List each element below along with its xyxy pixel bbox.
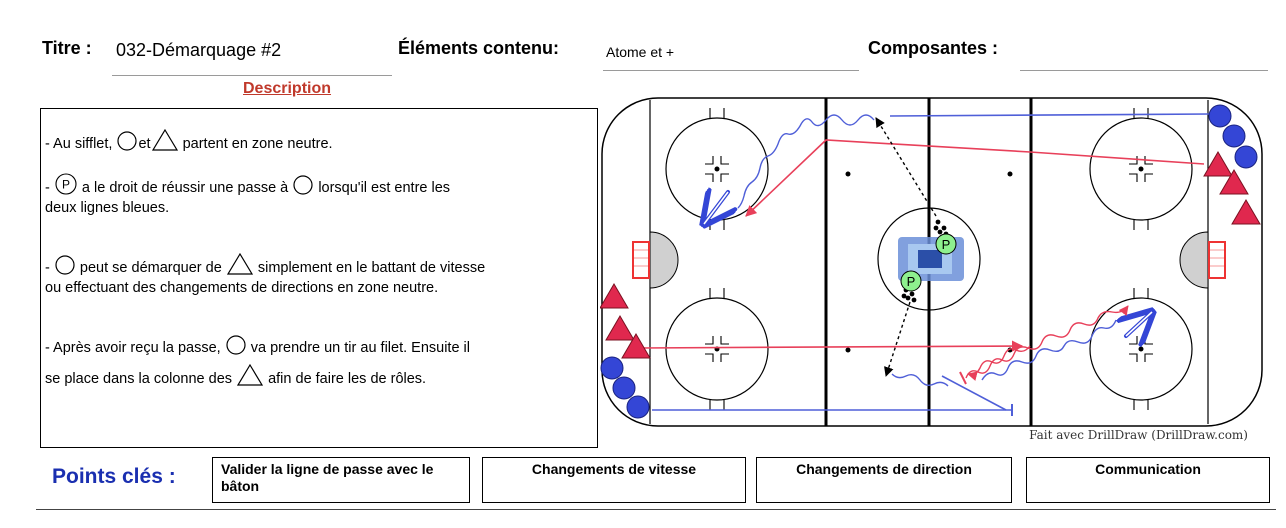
title-label: Titre :	[42, 38, 92, 58]
red-wavy-right	[965, 305, 1129, 379]
passer-top: P	[935, 233, 957, 255]
circle-player-icon	[226, 335, 246, 355]
net-left	[632, 241, 650, 279]
passer-top-letter: P	[942, 237, 951, 252]
passer-bottom: P	[900, 270, 922, 292]
blue-pass-arrow-right-inner	[1125, 311, 1153, 337]
description-line-4: - Après avoir reçu la passe, va prendre …	[45, 333, 593, 395]
description-text: afin de faire les de rôles.	[268, 371, 427, 387]
red-wavy-left	[967, 345, 1031, 381]
description-text: va prendre un tir au filet. Ensuite il	[250, 340, 470, 356]
circle-player-icon	[117, 131, 138, 151]
description-line-2: - P a le droit de réussir une passe à lo…	[45, 173, 593, 218]
pass-line-bottom	[884, 301, 911, 377]
elements-label: Éléments contenu:	[398, 38, 560, 58]
red-path-top	[745, 139, 1205, 217]
description-text: et	[138, 136, 151, 152]
key-point-2[interactable]: Changements de vitesse	[482, 457, 746, 503]
elements-underline	[603, 70, 859, 71]
description-text: -	[45, 260, 50, 276]
key-point-3[interactable]: Changements de direction	[756, 457, 1012, 503]
triangle-player-icon	[226, 253, 253, 275]
passer-p-icon: P	[55, 173, 77, 195]
description-text: -	[45, 180, 50, 196]
pass-line-top	[875, 117, 937, 217]
description-text: a le droit de réussir une passe à	[81, 180, 289, 196]
key-points-label: Points clés :	[52, 465, 176, 488]
description-text: deux lignes bleues.	[45, 200, 170, 216]
net-mesh	[633, 249, 1225, 267]
bottom-rule	[36, 509, 1276, 510]
passer-bottom-letter: P	[907, 274, 916, 289]
passer-p-letter: P	[62, 178, 70, 192]
net-right	[1208, 241, 1226, 279]
circle-player-icon	[55, 255, 75, 275]
key-point-4[interactable]: Communication	[1026, 457, 1270, 503]
description-line-1: - Au sifflet, et partent en zone neutre.	[45, 129, 593, 154]
components-label: Composantes :	[868, 38, 999, 58]
description-text: ou effectuant des changements de directi…	[45, 280, 439, 296]
title-value[interactable]: 032-Démarquage #2	[116, 40, 282, 60]
description-heading: Description	[243, 80, 332, 97]
triangle-player-icon	[151, 129, 178, 151]
description-line-3: - peut se démarquer de simplement en le …	[45, 253, 593, 298]
rink-diagram: P P	[600, 97, 1263, 427]
description-text: partent en zone neutre.	[182, 136, 333, 152]
red-players-right	[1203, 151, 1261, 225]
title-underline	[112, 75, 392, 76]
triangle-player-icon	[237, 364, 264, 386]
description-text: - Au sifflet,	[45, 136, 113, 152]
elements-value[interactable]: Atome et +	[606, 44, 675, 60]
blue-players-left	[600, 356, 650, 419]
crease-left	[649, 231, 679, 289]
blue-wavy-bottom	[891, 373, 949, 387]
blue-path-diag	[941, 375, 1007, 411]
red-path-middle	[639, 340, 1024, 352]
description-text: peut se démarquer de	[79, 260, 222, 276]
description-box: - Au sifflet, et partent en zone neutre.…	[40, 108, 598, 448]
description-text: se place dans la colonne des	[45, 371, 233, 387]
components-underline	[1020, 70, 1268, 71]
red-stop-mark	[959, 371, 967, 385]
credit-text: Fait avec DrillDraw (DrillDraw.com)	[1029, 428, 1248, 442]
blue-wavy-top	[737, 114, 875, 209]
description-text: - Après avoir reçu la passe,	[45, 340, 221, 356]
crease-right	[1179, 231, 1209, 289]
description-text: simplement en le battant de vitesse	[257, 260, 486, 276]
description-text: lorsqu'il est entre les	[318, 180, 451, 196]
circle-player-icon	[293, 175, 313, 195]
blue-players-right	[1208, 104, 1258, 169]
blue-wavy-right	[981, 319, 1117, 381]
blue-pass-arrow-left-inner	[703, 191, 729, 225]
key-point-1[interactable]: Valider la ligne de passe avec le bâton	[212, 457, 470, 503]
blue-path-top	[889, 113, 1211, 117]
red-players-left	[600, 283, 651, 359]
